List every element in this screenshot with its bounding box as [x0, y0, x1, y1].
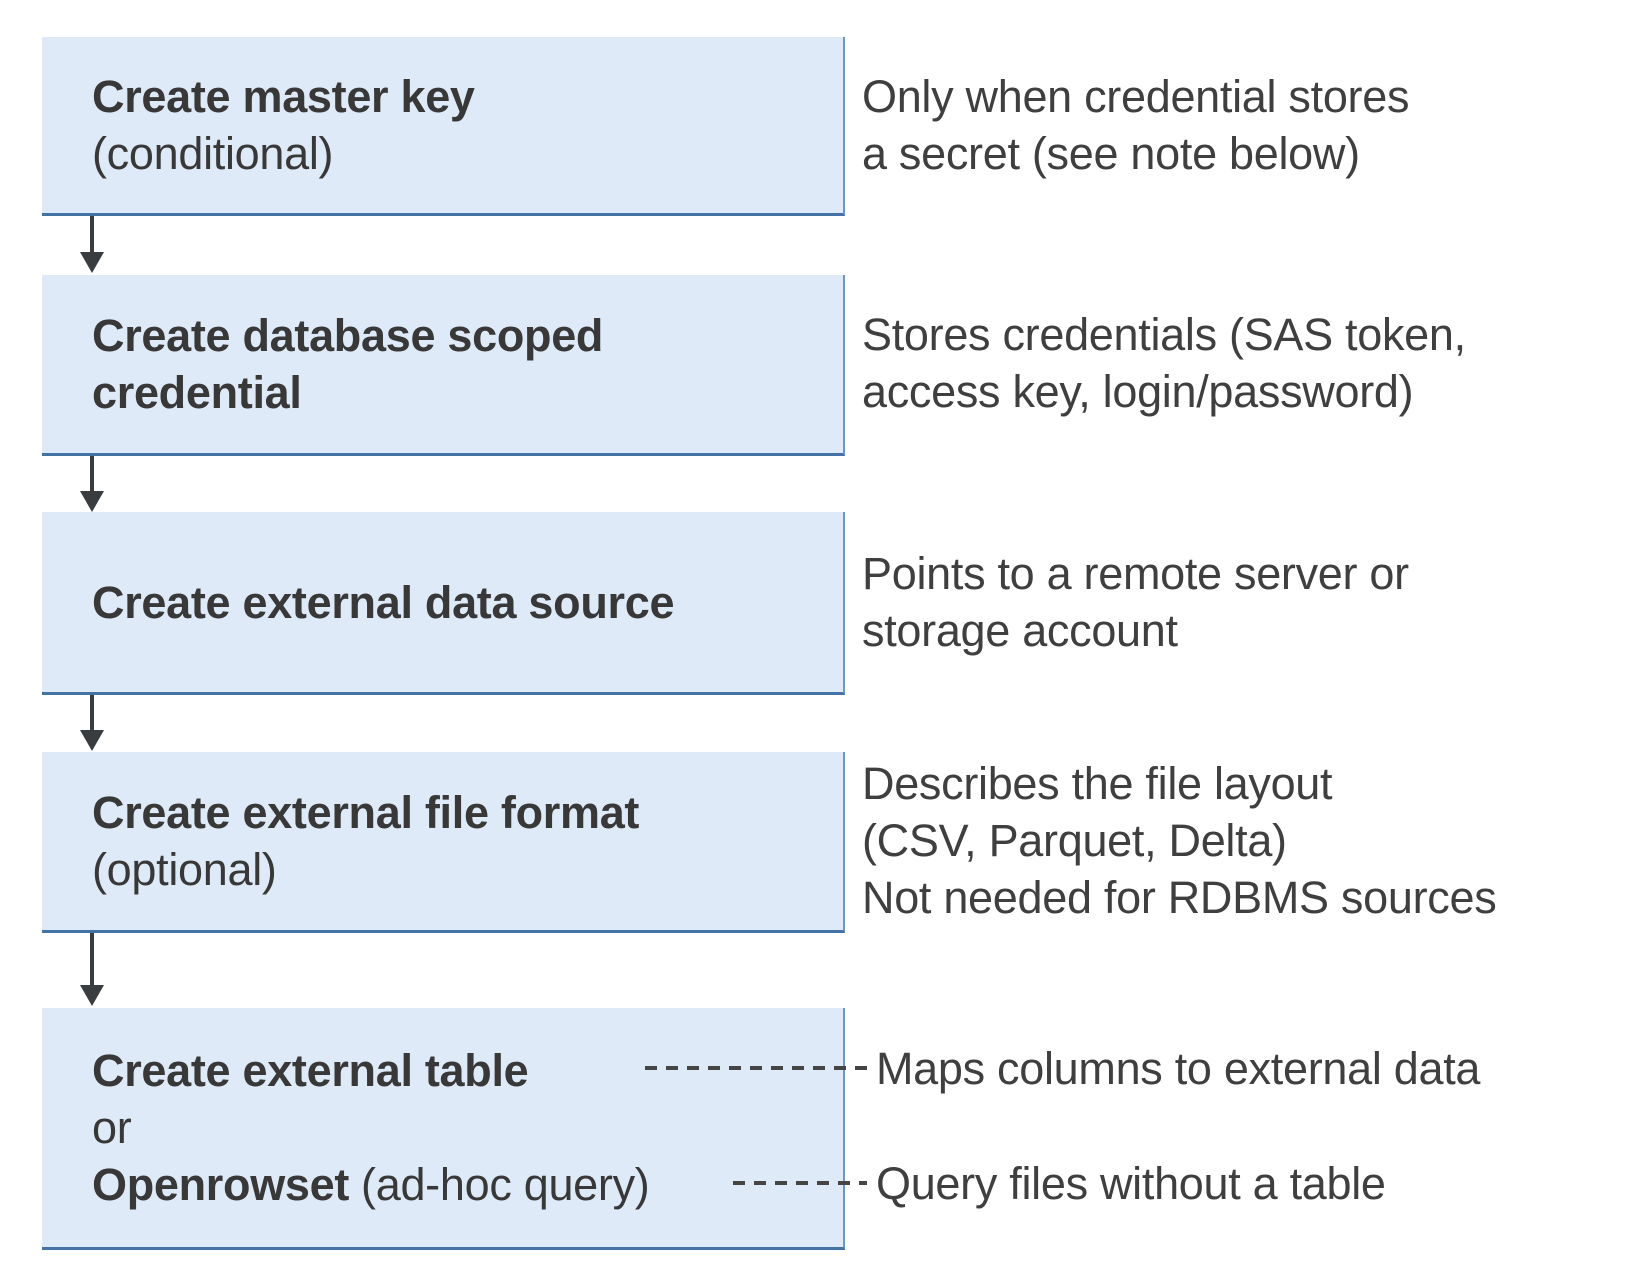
flow-arrow-line-3 [90, 695, 94, 731]
step-title: Create external table [92, 1045, 529, 1096]
step-qualifier: (optional) [92, 844, 277, 895]
step-title: Create external file format [92, 787, 640, 838]
note-line: Stores credentials (SAS token, [862, 309, 1466, 360]
step-title: Create master key [92, 71, 475, 122]
flow-arrow-head-4 [80, 985, 104, 1006]
note-openrowset: Query files without a table [876, 1158, 1386, 1209]
flow-arrow-line-4 [90, 933, 94, 986]
step-alt-title: Openrowset [92, 1159, 350, 1210]
note-line: (CSV, Parquet, Delta) [862, 815, 1287, 866]
note-line: access key, login/password) [862, 366, 1414, 417]
note-line: Not needed for RDBMS sources [862, 872, 1497, 923]
note-line: Points to a remote server or [862, 548, 1409, 599]
step-alt-qualifier: (ad-hoc query) [361, 1159, 650, 1210]
step-box-external-table: Create external table or Openrowset(ad-h… [42, 1008, 845, 1250]
note-line: Describes the file layout [862, 758, 1333, 809]
step-box-master-key: Create master key (conditional) [42, 37, 845, 216]
flow-arrow-head-1 [80, 252, 104, 273]
step-box-data-source: Create external data source [42, 512, 845, 695]
dashed-connector-openrowset [733, 1181, 867, 1185]
step-title: credential [92, 367, 302, 418]
flow-arrow-head-3 [80, 730, 104, 751]
note-data-source: Points to a remote server or storage acc… [862, 545, 1409, 659]
note-line: a secret (see note below) [862, 128, 1360, 179]
flow-arrow-line-1 [90, 216, 94, 253]
note-master-key: Only when credential stores a secret (se… [862, 68, 1409, 182]
note-line: Only when credential stores [862, 71, 1410, 122]
note-scoped-credential: Stores credentials (SAS token, access ke… [862, 306, 1466, 420]
note-external-table: Maps columns to external data [876, 1043, 1481, 1094]
step-or-label: or [92, 1102, 132, 1153]
step-box-scoped-credential: Create database scoped credential [42, 275, 845, 456]
flow-arrow-head-2 [80, 491, 104, 512]
step-box-file-format: Create external file format (optional) [42, 752, 845, 933]
step-title: Create database scoped [92, 310, 604, 361]
step-qualifier: (conditional) [92, 128, 334, 179]
note-line: storage account [862, 605, 1178, 656]
dashed-connector-external-table [645, 1066, 867, 1070]
step-alt-line: Openrowset(ad-hoc query) [92, 1156, 843, 1213]
flow-arrow-line-2 [90, 456, 94, 492]
note-file-format: Describes the file layout (CSV, Parquet,… [862, 755, 1497, 926]
step-title: Create external data source [92, 576, 675, 628]
